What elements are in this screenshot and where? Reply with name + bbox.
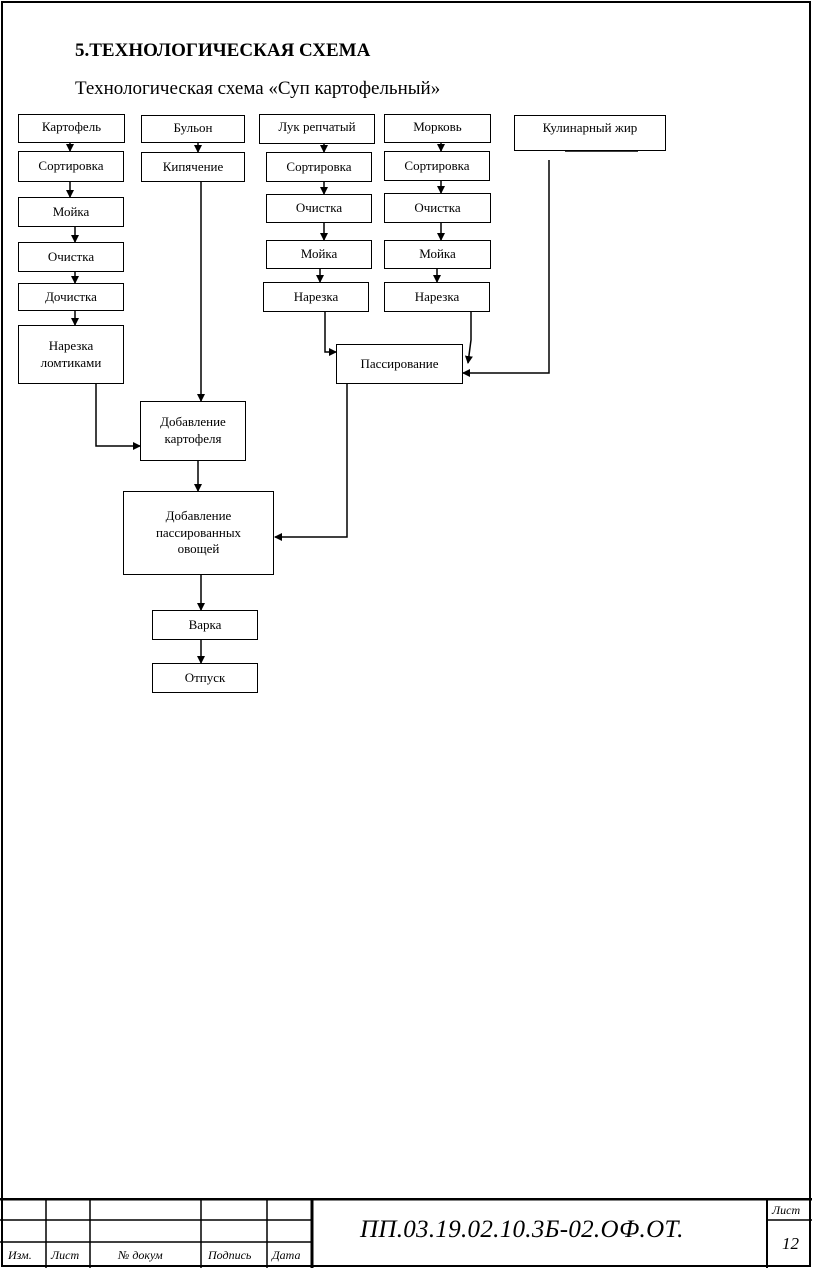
node-cooking-fat: Кулинарный жир <box>514 115 666 151</box>
node-carrot-sort: Сортировка <box>384 151 490 181</box>
node-broth-boil: Кипячение <box>141 152 245 182</box>
node-potato: Картофель <box>18 114 125 143</box>
node-onion-sort: Сортировка <box>266 152 372 182</box>
diagram-title: Технологическая схема «Суп картофельный» <box>75 78 441 99</box>
node-add-sauteed-vegetables: Добавление пассированных овощей <box>123 491 274 575</box>
arrow-potato-to-add <box>95 384 141 450</box>
node-potato-clean: Очистка <box>18 242 124 272</box>
stamp-col-date: Дата <box>272 1248 301 1262</box>
node-carrot-cut: Нарезка <box>384 282 490 312</box>
node-saute: Пассирование <box>336 344 463 384</box>
node-carrot-wash: Мойка <box>384 240 491 269</box>
node-cook: Варка <box>152 610 258 640</box>
node-broth: Бульон <box>141 115 245 143</box>
stamp-sheet-label: Лист <box>772 1203 801 1217</box>
stamp-col-sheet: Лист <box>51 1248 80 1262</box>
stamp-col-change: Изм. <box>8 1248 32 1262</box>
node-potato-sort: Сортировка <box>18 151 124 182</box>
node-onion: Лук репчатый <box>259 114 375 144</box>
node-add-potato: Добавление картофеля <box>140 401 246 461</box>
stamp-sheet-number: 12 <box>782 1234 799 1253</box>
arrow-fat-to-saute <box>462 160 550 377</box>
node-onion-cut: Нарезка <box>263 282 369 312</box>
node-serve: Отпуск <box>152 663 258 693</box>
arrow-saute-to-add-sauteed <box>274 384 348 541</box>
arrow-carrot-to-saute <box>464 312 473 364</box>
node-potato-reclean: Дочистка <box>18 283 124 311</box>
node-potato-cut: Нарезка ломтиками <box>18 325 124 384</box>
node-onion-clean: Очистка <box>266 194 372 223</box>
node-potato-wash: Мойка <box>18 197 124 227</box>
arrow-onion-to-saute <box>324 312 337 356</box>
section-heading: 5.ТЕХНОЛОГИЧЕСКАЯ СХЕМА <box>75 40 371 61</box>
node-carrot-clean: Очистка <box>384 193 491 223</box>
node-carrot: Морковь <box>384 114 491 143</box>
node-onion-wash: Мойка <box>266 240 372 269</box>
title-block <box>0 1198 812 1268</box>
stamp-col-sign: Подпись <box>208 1248 252 1262</box>
stamp-col-doc: № докум <box>118 1248 163 1262</box>
document-code: ПП.03.19.02.10.3Б-02.ОФ.ОТ. <box>360 1216 684 1243</box>
